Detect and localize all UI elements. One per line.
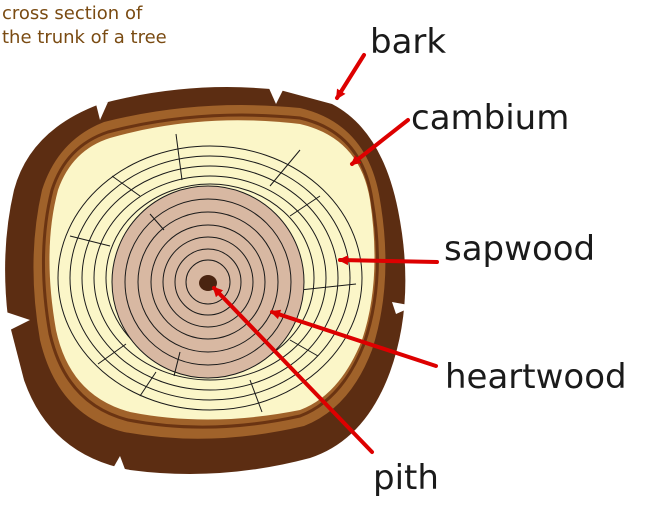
arrow-bark xyxy=(335,53,366,100)
label-heartwood: heartwood xyxy=(445,357,627,397)
caption-line-1: cross section of xyxy=(2,3,143,24)
label-bark: bark xyxy=(370,22,447,62)
arrow-heartwood xyxy=(270,309,438,368)
label-pith: pith xyxy=(373,458,439,498)
label-cambium: cambium xyxy=(411,98,570,138)
caption-line-2: the trunk of a tree xyxy=(2,27,167,48)
heartwood-rings xyxy=(111,185,305,379)
sapwood-rings xyxy=(57,133,363,413)
arrow-sapwood xyxy=(338,255,439,266)
label-arrows xyxy=(212,53,439,454)
bark-cracks xyxy=(6,86,414,472)
arrow-cambium xyxy=(350,118,410,166)
label-sapwood: sapwood xyxy=(444,229,596,269)
arrow-pith xyxy=(212,286,374,454)
